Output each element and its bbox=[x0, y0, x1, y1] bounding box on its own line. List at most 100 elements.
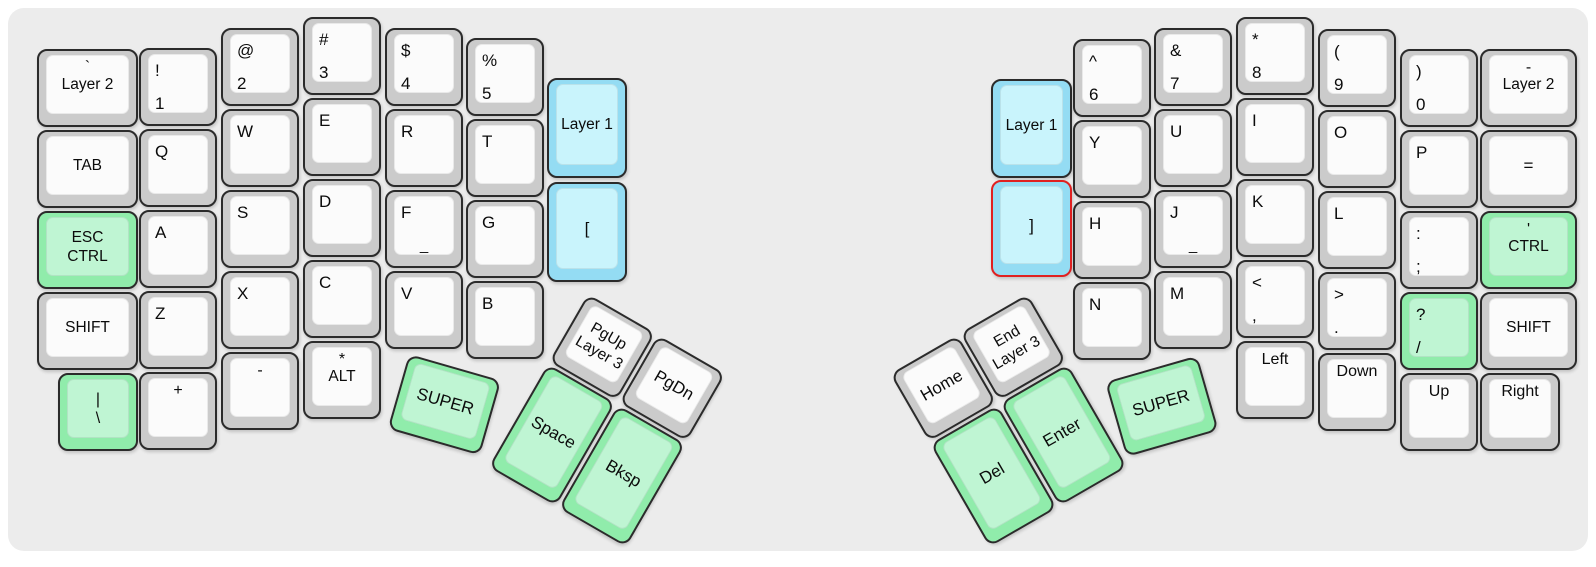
key-k[interactable]: K bbox=[1236, 179, 1314, 257]
key-label: (9 bbox=[1334, 35, 1343, 101]
key-label: W bbox=[237, 115, 253, 148]
key-label-line: ALT bbox=[328, 368, 356, 385]
keycap-face: Q bbox=[148, 135, 208, 194]
key-y[interactable]: Y bbox=[1073, 120, 1151, 198]
key-minus-layer2[interactable]: -Layer 2 bbox=[1480, 49, 1577, 127]
key-label: K bbox=[1252, 185, 1263, 218]
key-l[interactable]: L bbox=[1318, 191, 1396, 269]
key-label: ^6 bbox=[1089, 45, 1098, 111]
key-u[interactable]: U bbox=[1154, 109, 1232, 187]
key-comma[interactable]: <, bbox=[1236, 260, 1314, 338]
key-right-arrow[interactable]: Right bbox=[1480, 373, 1560, 451]
key-6[interactable]: ^6 bbox=[1073, 39, 1151, 117]
key-label: SUPER bbox=[1117, 365, 1206, 441]
key-n[interactable]: N bbox=[1073, 282, 1151, 360]
keycap-face: N bbox=[1082, 288, 1142, 347]
key-period[interactable]: >. bbox=[1318, 272, 1396, 350]
key-r[interactable]: R bbox=[385, 109, 463, 187]
key-label: X bbox=[237, 277, 248, 310]
key-i[interactable]: I bbox=[1236, 98, 1314, 176]
key-equals[interactable]: = bbox=[1480, 130, 1577, 208]
key-8[interactable]: *8 bbox=[1236, 17, 1314, 95]
key-plus[interactable]: + bbox=[139, 372, 217, 450]
key-label-line: ; bbox=[1416, 257, 1421, 276]
key-d[interactable]: D bbox=[303, 179, 381, 257]
key-label-line: < bbox=[1252, 273, 1262, 292]
key-z[interactable]: Z bbox=[139, 291, 217, 369]
key-g[interactable]: G bbox=[466, 200, 544, 278]
key-tab[interactable]: TAB bbox=[37, 130, 138, 208]
key-t[interactable]: T bbox=[466, 119, 544, 197]
key-grave-layer2[interactable]: `Layer 2 bbox=[37, 49, 138, 127]
keycap-face: D bbox=[312, 185, 372, 244]
key-a[interactable]: A bbox=[139, 210, 217, 288]
key-label: F bbox=[401, 196, 411, 229]
keycap-face: U bbox=[1163, 115, 1223, 174]
key-2[interactable]: @2 bbox=[221, 28, 299, 106]
key-label-line: SUPER bbox=[414, 384, 477, 419]
keycap-face: = bbox=[1489, 136, 1568, 195]
key-label-line: 3 bbox=[319, 63, 329, 82]
key-quote-ctrl[interactable]: 'CTRL bbox=[1480, 211, 1577, 289]
key-label: ] bbox=[1001, 187, 1062, 263]
key-5[interactable]: %5 bbox=[466, 38, 544, 116]
key-m[interactable]: M bbox=[1154, 271, 1232, 349]
key-semicolon[interactable]: :; bbox=[1400, 211, 1478, 289]
key-pipe-backslash[interactable]: |\ bbox=[58, 373, 138, 451]
key-q[interactable]: Q bbox=[139, 129, 217, 207]
key-right-bracket[interactable]: ] bbox=[991, 180, 1072, 277]
key-o[interactable]: O bbox=[1318, 110, 1396, 188]
keycap-face: Left bbox=[1245, 347, 1305, 406]
key-f[interactable]: F_ bbox=[385, 190, 463, 268]
key-label: |\ bbox=[68, 380, 128, 437]
key-0[interactable]: )0 bbox=[1400, 49, 1478, 127]
key-star-alt[interactable]: *ALT bbox=[303, 341, 381, 419]
key-super-left[interactable]: SUPER bbox=[387, 354, 502, 456]
key-1[interactable]: !1 bbox=[139, 48, 217, 126]
key-shift-left[interactable]: SHIFT bbox=[37, 292, 138, 370]
key-e[interactable]: E bbox=[303, 98, 381, 176]
key-h[interactable]: H bbox=[1073, 201, 1151, 279]
key-layer1-right[interactable]: Layer 1 bbox=[991, 79, 1072, 178]
key-label: H bbox=[1089, 207, 1101, 240]
key-9[interactable]: (9 bbox=[1318, 29, 1396, 107]
key-s[interactable]: S bbox=[221, 190, 299, 268]
key-label-line: H bbox=[1089, 214, 1102, 233]
key-label-line: 7 bbox=[1170, 74, 1180, 93]
key-3[interactable]: #3 bbox=[303, 17, 381, 95]
key-shift-right[interactable]: SHIFT bbox=[1480, 292, 1577, 370]
keycap-face: %5 bbox=[475, 44, 535, 103]
key-b[interactable]: B bbox=[466, 281, 544, 359]
keycap-face: |\ bbox=[67, 379, 129, 438]
key-label: PgDn bbox=[635, 346, 714, 424]
key-left-bracket[interactable]: [ bbox=[547, 182, 627, 282]
key-minus[interactable]: - bbox=[221, 352, 299, 430]
key-label-line: B bbox=[482, 294, 494, 313]
key-layer1-left[interactable]: Layer 1 bbox=[547, 78, 627, 178]
key-down-arrow[interactable]: Down bbox=[1318, 353, 1396, 431]
key-label-line: # bbox=[319, 30, 329, 49]
key-label: = bbox=[1490, 137, 1567, 194]
key-label-line: Down bbox=[1336, 363, 1378, 380]
keycap-face: I bbox=[1245, 104, 1305, 163]
key-4[interactable]: $4 bbox=[385, 28, 463, 106]
key-label-line: ( bbox=[1334, 42, 1340, 61]
key-up-arrow[interactable]: Up bbox=[1400, 373, 1478, 451]
key-label: *8 bbox=[1252, 23, 1261, 89]
key-label-line: 6 bbox=[1089, 85, 1099, 104]
key-j[interactable]: J_ bbox=[1154, 190, 1232, 268]
key-question-slash[interactable]: ?/ bbox=[1400, 292, 1478, 370]
key-label: ?/ bbox=[1416, 298, 1425, 364]
key-super-right[interactable]: SUPER bbox=[1105, 355, 1219, 457]
key-w[interactable]: W bbox=[221, 109, 299, 187]
key-left-arrow[interactable]: Left bbox=[1236, 341, 1314, 419]
key-label-line: Y bbox=[1089, 133, 1101, 152]
key-7[interactable]: &7 bbox=[1154, 28, 1232, 106]
key-label-line: & bbox=[1170, 41, 1182, 60]
key-c[interactable]: C bbox=[303, 260, 381, 338]
key-x[interactable]: X bbox=[221, 271, 299, 349]
key-v[interactable]: V bbox=[385, 271, 463, 349]
key-p[interactable]: P bbox=[1400, 130, 1478, 208]
